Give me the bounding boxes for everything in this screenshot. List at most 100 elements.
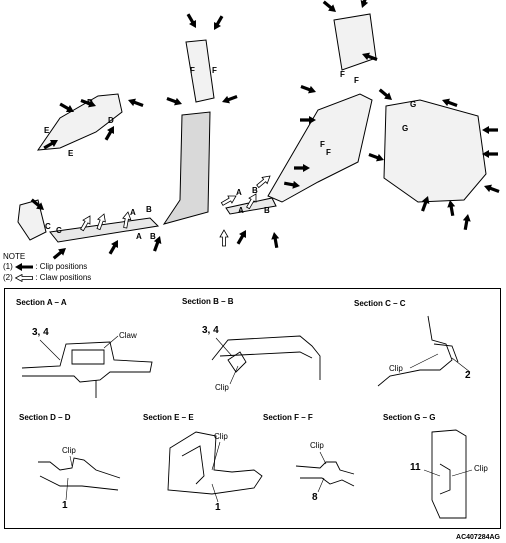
clip-position-arrow-7 bbox=[52, 248, 66, 260]
claw-position-arrow-3 bbox=[122, 211, 132, 229]
note-clip-line: (1) : Clip positions bbox=[3, 262, 87, 272]
figure-code: AC407284AG bbox=[456, 534, 500, 541]
claw-position-arrow-1 bbox=[80, 215, 91, 232]
section-e-part-number: 1 bbox=[215, 502, 221, 513]
clip-position-arrow-8 bbox=[108, 240, 118, 255]
clip-position-arrow-18 bbox=[300, 116, 316, 124]
section-d-part-number: 1 bbox=[62, 500, 68, 511]
section-g-title: Section G – G bbox=[383, 413, 436, 422]
cut-letter-b-1: B bbox=[146, 205, 152, 214]
cut-letter-g-2: G bbox=[402, 124, 409, 133]
clip-arrow-icon bbox=[15, 262, 34, 271]
clip-position-arrow-22 bbox=[271, 232, 280, 249]
clip-position-arrow-1 bbox=[59, 102, 74, 112]
clip-position-arrow-6 bbox=[30, 198, 44, 210]
cut-letter-d-2: D bbox=[108, 116, 114, 125]
cut-letter-a-1: A bbox=[130, 208, 136, 217]
section-d-clip-label: Clip bbox=[62, 446, 76, 455]
section-b-part-number: 3, 4 bbox=[202, 325, 219, 336]
clip-position-arrow-10 bbox=[186, 13, 196, 28]
trim-b-pillar bbox=[162, 111, 211, 225]
clip-position-arrow-17 bbox=[300, 85, 316, 94]
section-a-part-number: 3, 4 bbox=[32, 327, 49, 338]
claw-position-arrow-2 bbox=[96, 213, 106, 231]
cut-letter-f-4: F bbox=[354, 76, 359, 85]
clip-position-arrow-21 bbox=[236, 230, 246, 245]
clip-position-arrow-27 bbox=[482, 126, 498, 134]
section-g-inner bbox=[439, 463, 451, 495]
clip-position-arrow-3 bbox=[128, 98, 144, 107]
section-e-shape bbox=[167, 431, 263, 495]
cut-letter-a-3: A bbox=[236, 188, 242, 197]
leader-e-clip bbox=[211, 441, 221, 471]
claw-position-arrow-7 bbox=[219, 229, 229, 247]
leader-a-num bbox=[39, 339, 61, 361]
leader-g-num bbox=[423, 469, 441, 477]
section-b-clip-label: Clip bbox=[215, 383, 229, 392]
section-a-shape bbox=[21, 341, 153, 383]
clip-position-arrow-19 bbox=[294, 164, 310, 172]
claw-position-arrow-4 bbox=[220, 195, 237, 206]
clip-position-arrow-29 bbox=[484, 184, 500, 193]
clip-position-arrow-2 bbox=[80, 99, 96, 108]
cut-letter-f-5: F bbox=[320, 140, 325, 149]
clip-position-arrow-14 bbox=[322, 0, 336, 12]
leader-d-num bbox=[65, 477, 69, 501]
cut-letter-e-2: E bbox=[68, 149, 74, 158]
cut-letter-e-1: E bbox=[44, 126, 50, 135]
cut-letter-c-2: C bbox=[56, 226, 62, 235]
clip-position-arrow-28 bbox=[482, 150, 498, 158]
cut-letter-a-2: A bbox=[136, 232, 142, 241]
trim-g-rear bbox=[383, 99, 487, 203]
exploded-view-drawing bbox=[17, 0, 500, 260]
clip-position-arrow-30 bbox=[462, 214, 471, 231]
cut-letter-f-2: F bbox=[212, 66, 217, 75]
section-f-title: Section F – F bbox=[263, 413, 313, 422]
claw-position-arrow-5 bbox=[246, 193, 257, 210]
section-f-lower bbox=[300, 477, 355, 487]
section-d-title: Section D – D bbox=[19, 413, 71, 422]
section-a-claw-label: Claw bbox=[119, 331, 137, 340]
section-f-shape bbox=[295, 461, 355, 475]
clip-position-arrow-24 bbox=[368, 153, 384, 162]
clip-position-arrow-16 bbox=[362, 52, 378, 61]
section-g-part-number: 11 bbox=[410, 462, 421, 473]
section-d-lower bbox=[39, 475, 119, 491]
claw-position-arrow-6 bbox=[256, 175, 271, 189]
quarter-trim bbox=[267, 93, 373, 203]
leader-f-clip bbox=[319, 451, 327, 465]
section-c-inner bbox=[433, 343, 459, 363]
section-c-title: Section C – C bbox=[354, 299, 406, 308]
cut-letter-b-3: B bbox=[252, 186, 258, 195]
scuff-plate-front bbox=[49, 217, 160, 243]
section-b-inner bbox=[219, 351, 313, 359]
section-g-shape bbox=[431, 429, 467, 519]
leader-g-clip bbox=[451, 469, 473, 477]
clip-position-arrow-26 bbox=[447, 200, 456, 217]
section-e-clip-label: Clip bbox=[214, 432, 228, 441]
clip-position-arrow-20 bbox=[283, 180, 300, 189]
section-c-shape bbox=[377, 315, 453, 387]
cut-letter-b-2: B bbox=[150, 232, 156, 241]
cut-letter-c-1: C bbox=[45, 222, 51, 231]
clip-position-arrow-13 bbox=[222, 95, 238, 104]
sections-panel bbox=[4, 288, 501, 529]
clip-position-arrow-31 bbox=[442, 98, 458, 107]
note-clip-text: : Clip positions bbox=[35, 262, 88, 271]
clip-position-arrow-12 bbox=[166, 97, 182, 106]
note-clip-prefix: (1) bbox=[3, 262, 13, 271]
leader-e-num bbox=[211, 483, 219, 503]
clip-position-arrow-9 bbox=[153, 236, 162, 252]
note-claw-text: : Claw positions bbox=[35, 273, 92, 282]
trim-a-pillar bbox=[185, 39, 215, 103]
note-claw-prefix: (2) bbox=[3, 273, 13, 282]
cut-letter-b-4: B bbox=[264, 206, 270, 215]
leader-c-num bbox=[451, 357, 471, 373]
section-f-clip-label: Clip bbox=[310, 441, 324, 450]
claw-arrow-icon bbox=[15, 273, 33, 282]
cut-letter-d-1: D bbox=[87, 98, 93, 107]
section-d-shape bbox=[38, 457, 121, 479]
section-c-clip-label: Clip bbox=[389, 364, 403, 373]
section-a-title: Section A – A bbox=[16, 298, 67, 307]
